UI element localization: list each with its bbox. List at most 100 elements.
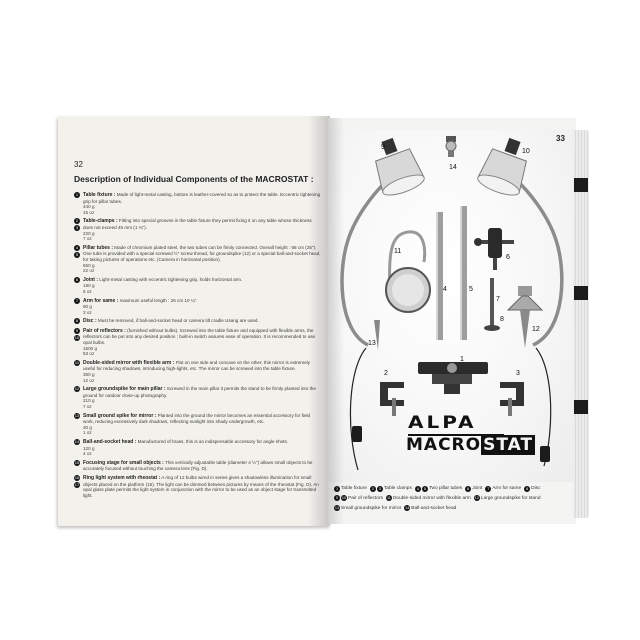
component-name: Pillar tubes :: [83, 244, 114, 251]
component-weight: 210 g: [83, 398, 95, 404]
component-text: Arm for same : maximum useful length : 2…: [83, 298, 322, 316]
table-clamp-2: [380, 382, 404, 416]
left-page-number: 32: [74, 160, 83, 169]
legend-label: Ball-and-socket head: [411, 505, 457, 511]
legend-label: Double-sided mirror with flexible arm: [392, 495, 471, 501]
legend-number-badge: 8: [524, 485, 531, 492]
legend-number-badge: 9: [334, 495, 340, 502]
component-text: Joint : Light-metal casting with eccentr…: [83, 277, 322, 295]
disc: [484, 325, 500, 331]
callout-1: 1: [460, 356, 464, 363]
component-description: Manufactured of brass, this is an indisp…: [137, 438, 289, 444]
component-text: Pillar tubes : Made of chromium plated s…: [83, 245, 322, 274]
component-text: Table-clamps : Fitting into special groo…: [83, 218, 322, 241]
legend-label: Arm for same: [492, 486, 522, 491]
ball-and-socket-head: [445, 136, 457, 157]
component-text: Table fixture : Made of light-metal cast…: [83, 192, 322, 215]
component-weight: 120 g: [83, 445, 95, 451]
component-weight: 4 oz: [83, 451, 92, 457]
component-description: Must be removed, if ball-and-socket head…: [97, 318, 259, 324]
page-edge-stack: [573, 130, 589, 518]
legend-number-badge: 5: [421, 485, 428, 492]
left-plug: [352, 426, 362, 442]
component-text: Focusing stage for small objects : This …: [83, 460, 322, 472]
component-description: (furnished without bulbs). Screwed into …: [83, 327, 316, 346]
legend-number-badge: 6: [465, 485, 472, 492]
component-number-badge: 1: [74, 192, 80, 198]
component-weight: 440 g: [83, 204, 95, 210]
component-name: Ring light system with rheostat :: [83, 474, 161, 481]
callout-7: 7: [496, 296, 500, 303]
joint-with-arm: [474, 228, 514, 270]
pillar-tube-4: [436, 212, 443, 340]
right-page-number: 33: [556, 134, 565, 143]
component-number-badge: 16: [74, 474, 80, 481]
component-weight: 650 g: [83, 262, 95, 268]
large-groundspike: [506, 286, 544, 348]
logo-stat: STAT: [481, 435, 536, 455]
index-tab-2: [574, 286, 588, 300]
callout-10: 10: [522, 148, 530, 155]
component-number-badge: 12: [74, 386, 80, 393]
component-description: Screwed in the main pillar it permits th…: [83, 386, 316, 398]
legend-number-badge: 13: [334, 505, 340, 512]
index-tab-3: [574, 400, 588, 414]
left-page-gutter-shadow: [308, 116, 330, 526]
right-page: 9 10 14 11 4 5 6 7 8 12 13 1 2 3 ALPA MA…: [328, 118, 576, 524]
legend-label: Large groundspike for stand: [480, 495, 541, 501]
component-description: This vertically adjustable table (diamet…: [83, 459, 313, 472]
pillar-tube-5: [460, 206, 467, 340]
left-reflector: [375, 137, 425, 196]
component-weight: 1500 g: [83, 345, 98, 351]
alpa-logo-top: ALPA: [408, 412, 477, 433]
component-name: Focusing stage for small objects :: [83, 459, 164, 466]
component-weight: 350 g: [83, 372, 95, 378]
component-name: Small ground spike for mirror :: [83, 412, 157, 419]
component-number-badge: 4: [74, 244, 80, 251]
right-plug: [540, 446, 550, 462]
component-number-badge: 5: [74, 251, 80, 258]
component-name: Large groundspike for main pillar :: [83, 386, 166, 393]
legend-number-badge: 3: [376, 485, 383, 492]
index-tab-1: [574, 178, 588, 192]
component-weight: 90 g: [83, 304, 92, 310]
left-page: 32 Description of Individual Components …: [58, 116, 330, 526]
right-reflector-flexible-arm: [512, 176, 564, 347]
callout-2: 2: [384, 370, 388, 377]
legend-label: Pair of reflectors: [348, 495, 383, 501]
component-weight: 220 g: [83, 230, 95, 236]
legend-number-badge: 10: [341, 495, 347, 502]
component-weight: 12 oz: [83, 377, 95, 383]
component-description: Flat on one side and concave on the othe…: [83, 359, 310, 372]
legend-number-badge: 1: [334, 485, 340, 492]
callout-12: 12: [532, 326, 540, 333]
legend-number-badge: 7: [485, 485, 492, 492]
callout-8: 8: [500, 316, 504, 323]
component-name: Ball-and-socket head :: [83, 438, 137, 445]
macrostat-illustration: [340, 136, 564, 471]
callout-11: 11: [394, 248, 402, 255]
small-ground-spike: [374, 320, 380, 350]
component-weight: 6 oz: [83, 288, 92, 294]
component-number-badge: 9: [74, 327, 80, 334]
component-weight: 22 oz: [83, 268, 95, 274]
component-weight: 7 oz: [83, 404, 92, 409]
legend-label: Small groundspike for mirror: [341, 505, 402, 511]
section-title: Description of Individual Components of …: [74, 174, 314, 184]
component-name: Double-sided mirror with flexible arm :: [83, 359, 175, 366]
component-weight: 7 oz: [83, 236, 92, 242]
right-reflector: [477, 137, 527, 196]
logo-divider: [408, 434, 504, 436]
component-number-badge: 13: [74, 412, 80, 419]
